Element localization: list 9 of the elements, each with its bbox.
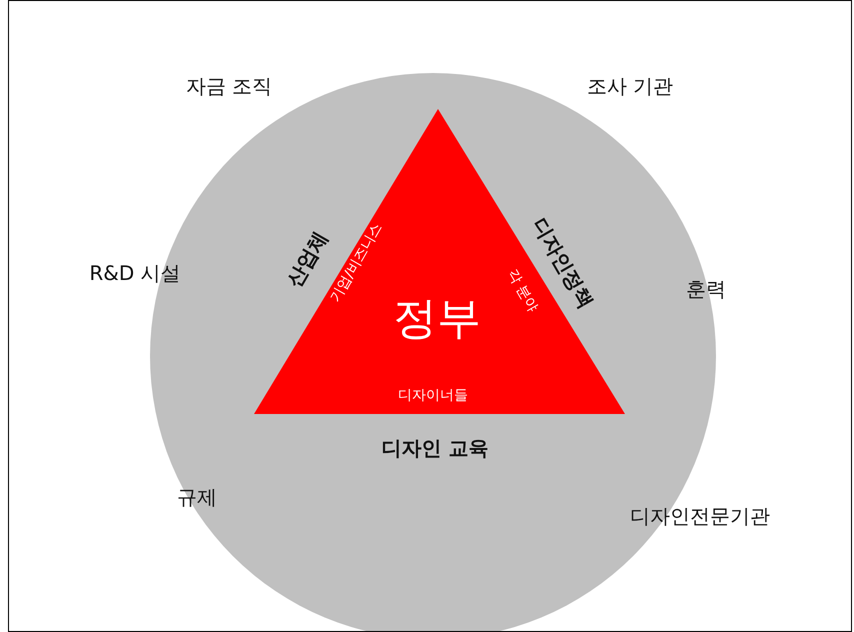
base-text: 디자이너들 <box>398 388 468 404</box>
base-label: 디자인 교육 <box>382 437 488 459</box>
label: 디자인전문기관 <box>630 505 770 527</box>
center-title: 정부 <box>393 294 481 344</box>
label: R&D 시설 <box>89 262 181 284</box>
label: 훈력 <box>686 278 726 300</box>
label: 조사 기관 <box>586 75 674 97</box>
label: 자금 조직 <box>186 75 272 97</box>
label: 규제 <box>177 486 217 508</box>
